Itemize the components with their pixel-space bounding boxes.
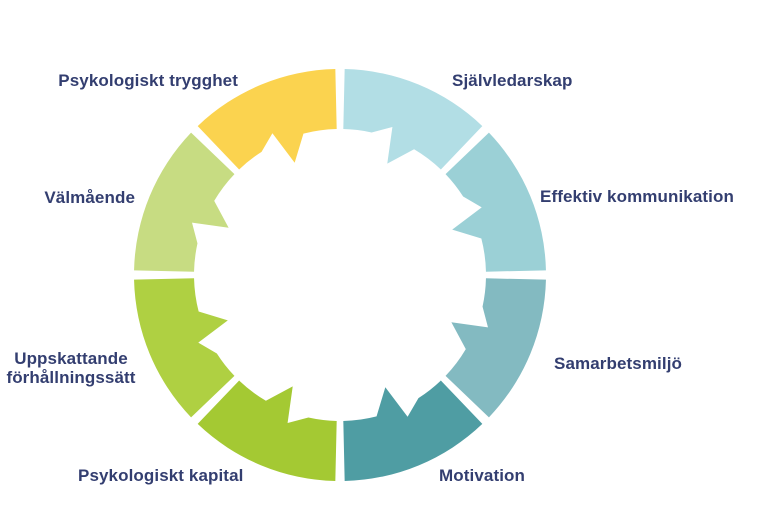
- segment-arc-psykologiskt-trygghet: [197, 69, 337, 170]
- segment-arc-motivation: [343, 380, 483, 481]
- segment-label-psykologiskt-kapital: Psykologiskt kapital: [78, 466, 244, 485]
- segment-label-effektiv-kommunikation: Effektiv kommunikation: [540, 187, 734, 206]
- segment-label-psykologiskt-trygghet: Psykologiskt trygghet: [58, 71, 238, 90]
- segment-arc-valmaende: [134, 132, 235, 272]
- segment-label-valmaende: Välmående: [44, 188, 135, 207]
- segment-arc-samarbetsmiljo: [445, 278, 546, 418]
- segment-arc-uppskattande-forhallningssatt: [134, 278, 235, 418]
- segment-arc-effektiv-kommunikation: [445, 132, 546, 272]
- segment-label-uppskattande-forhallningssatt: Uppskattande förhållningssätt: [6, 349, 136, 388]
- segment-label-motivation: Motivation: [439, 466, 525, 485]
- segment-arc-sjalvledarskap: [343, 69, 483, 170]
- segment-label-samarbetsmiljo: Samarbetsmiljö: [554, 354, 683, 373]
- segment-label-sjalvledarskap: Självledarskap: [452, 71, 573, 90]
- segment-arc-psykologiskt-kapital: [197, 380, 337, 481]
